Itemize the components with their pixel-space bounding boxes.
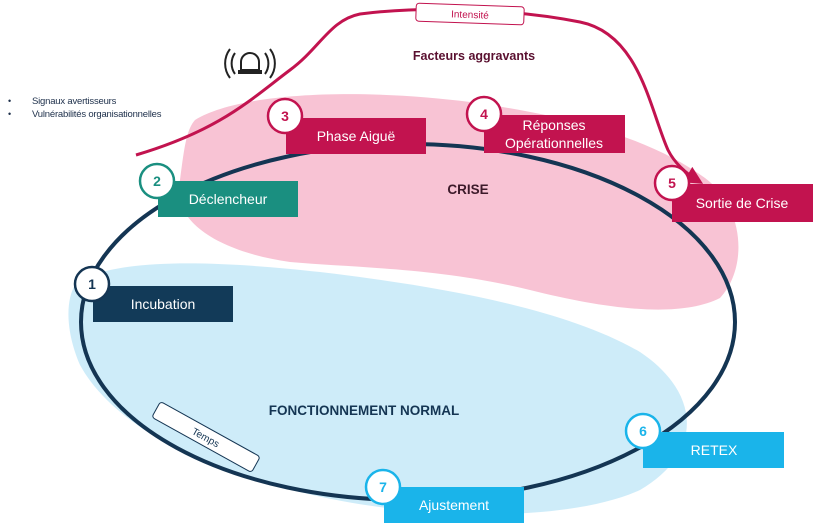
stage-adjustment[interactable]: Ajustement 7 — [364, 468, 524, 523]
stage-label-box — [384, 487, 524, 523]
stage-number: 7 — [379, 479, 387, 495]
stage-label-box — [643, 432, 784, 468]
stage-label-box — [484, 115, 625, 153]
list-item: Vulnérabilités organisationnelles — [8, 108, 162, 121]
stage-crisis-exit[interactable]: Sortie de Crise 5 — [653, 164, 813, 222]
stage-number-badge — [465, 95, 503, 133]
stage-label: Déclencheur — [189, 191, 268, 207]
list-item: Signaux avertisseurs — [8, 95, 161, 108]
stage-retex[interactable]: RETEX 6 — [624, 412, 784, 468]
stage-label: RETEX — [691, 442, 738, 458]
aggravating-factors-title: Facteurs aggravants — [413, 49, 535, 63]
stage-label-box — [158, 181, 298, 217]
stage-label: Phase Aiguë — [317, 128, 396, 144]
stage-number: 1 — [88, 276, 96, 292]
stage-operational-responses[interactable]: Réponses Opérationnelles 4 — [465, 95, 625, 153]
stage-number-badge — [624, 412, 662, 450]
stage-acute-phase[interactable]: Phase Aiguë 3 — [266, 97, 426, 154]
stage-label: Sortie de Crise — [696, 195, 789, 211]
stage-label-line2: Opérationnelles — [505, 135, 603, 151]
stage-label-box — [672, 184, 813, 222]
stage-number-badge — [364, 468, 402, 506]
stage-label-line1: Réponses — [522, 117, 585, 133]
normal-zone-label: FONCTIONNEMENT NORMAL — [269, 403, 459, 418]
stage-number: 6 — [639, 423, 647, 439]
stage-number-badge — [266, 97, 304, 135]
warning-notes-list: Signaux avertisseurs Vulnérabilités orga… — [8, 95, 162, 121]
stage-number: 3 — [281, 108, 289, 124]
intensity-tag: Intensité — [415, 2, 525, 26]
stage-number: 2 — [153, 173, 161, 189]
stage-label: Ajustement — [419, 497, 489, 513]
stage-trigger[interactable]: Déclencheur 2 — [138, 162, 298, 217]
alarm-icon — [224, 48, 276, 79]
stage-label: Incubation — [131, 296, 196, 312]
stage-number-badge — [73, 265, 111, 303]
intensity-label: Intensité — [451, 9, 490, 21]
stage-number-badge — [138, 162, 176, 200]
stage-incubation[interactable]: Incubation 1 — [73, 265, 233, 322]
stage-number-badge — [653, 164, 691, 202]
stage-label-box — [286, 118, 426, 154]
stage-number: 5 — [668, 175, 676, 191]
crisis-zone-label: CRISE — [447, 182, 488, 197]
stage-number: 4 — [480, 106, 488, 122]
stage-label-box — [93, 286, 233, 322]
